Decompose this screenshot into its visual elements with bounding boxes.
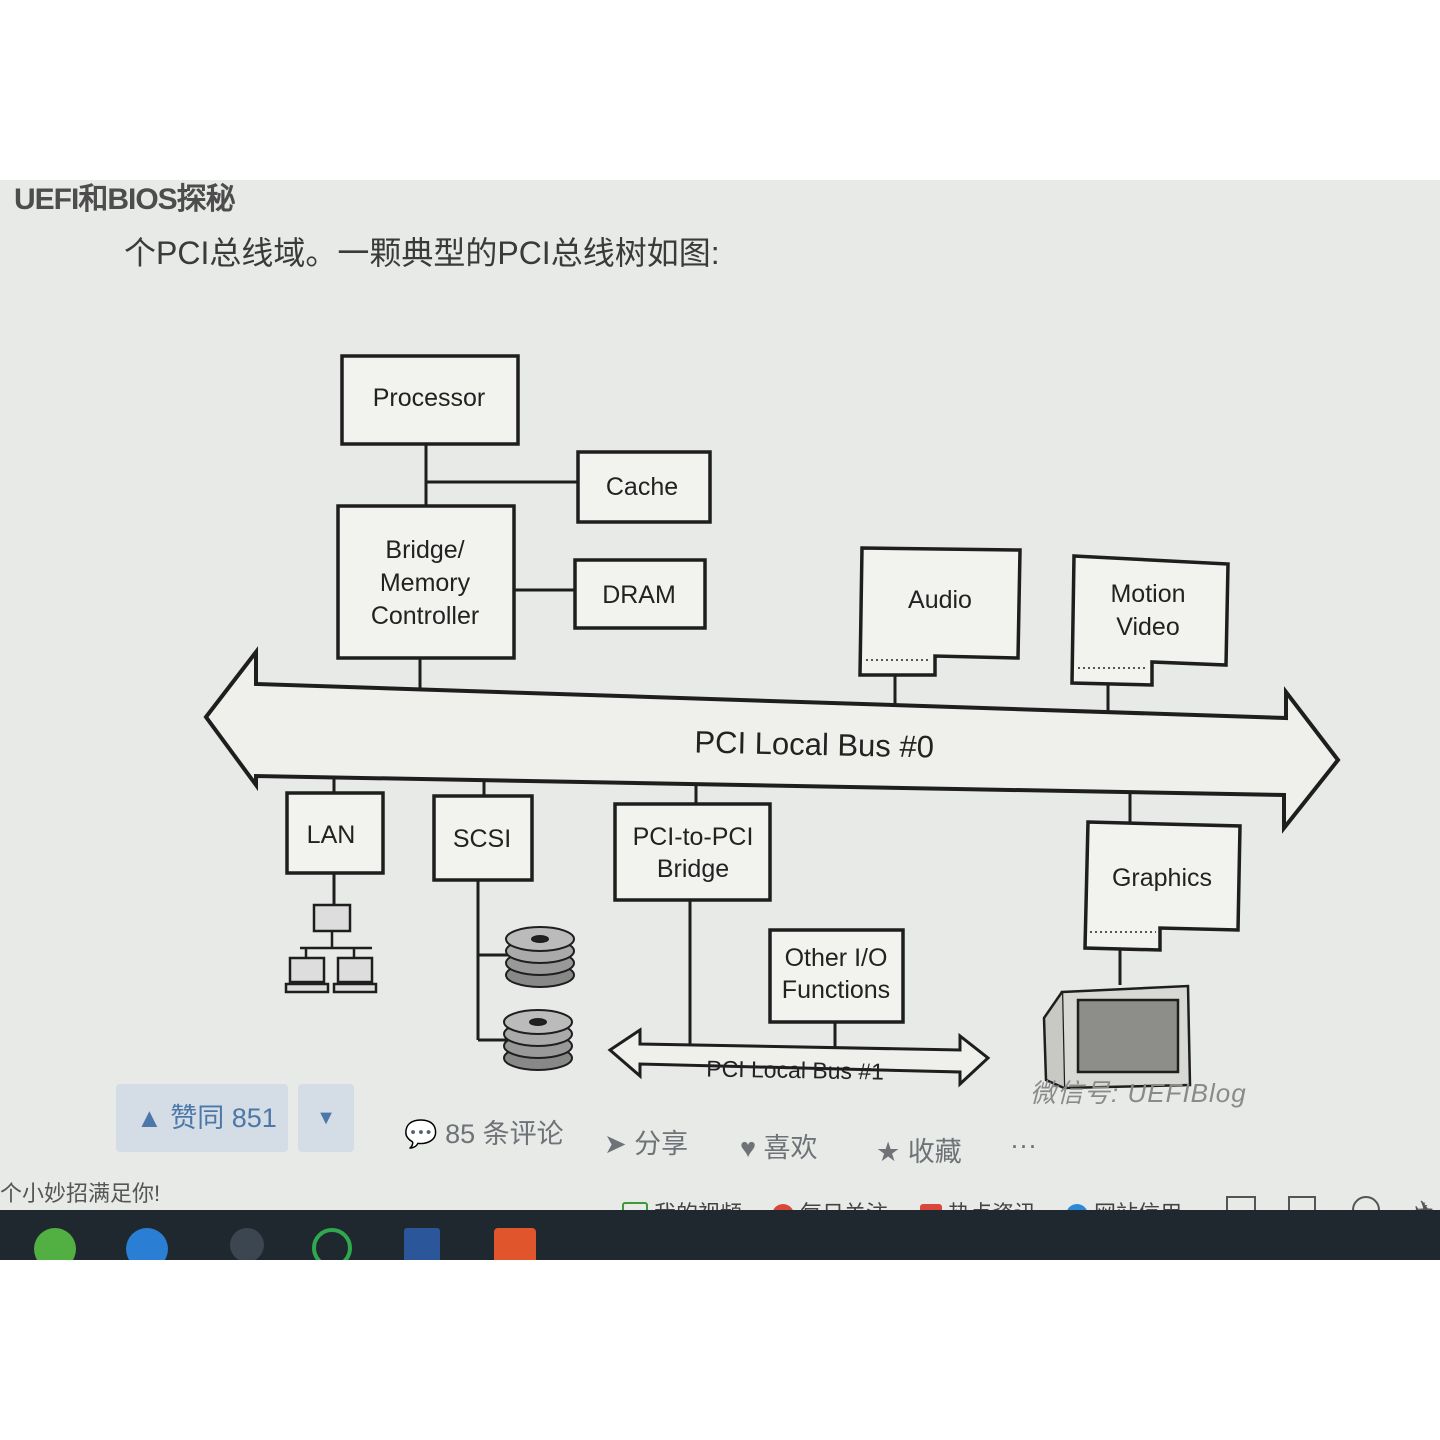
audio-label: Audio: [908, 586, 972, 614]
word-icon[interactable]: [404, 1228, 440, 1260]
dram-block: [573, 558, 707, 630]
pci-bus-0-arrow: [203, 646, 1341, 834]
pci-to-pci-bridge-block: [613, 802, 772, 902]
graphics-label: Graphics: [1112, 864, 1212, 892]
comments-label: 85 条评论: [445, 1119, 564, 1149]
motion-video-label-line1: Motion: [1110, 580, 1185, 608]
green-app-icon[interactable]: [312, 1228, 352, 1260]
vote-up-button[interactable]: ▲ 赞同 851: [116, 1084, 288, 1152]
like-label: 喜欢: [763, 1133, 818, 1163]
processor-label: Processor: [373, 384, 486, 412]
disk-stack-icon-2: [503, 1009, 573, 1071]
feather-app-icon[interactable]: [126, 1228, 168, 1260]
pci-bus-tree-diagram: PCI Local Bus #0 PCI Local Bus #1 Proc: [203, 354, 1341, 1090]
pci-bridge-label-line2: Bridge: [657, 855, 729, 883]
motion-video-label-line2: Video: [1116, 613, 1180, 641]
lan-label: LAN: [307, 821, 356, 849]
like-button[interactable]: ♥ 喜欢: [740, 1126, 818, 1165]
paper-plane-icon: ➤: [604, 1129, 627, 1159]
star-icon: ★: [876, 1137, 901, 1167]
browser-screen: UEFI和BIOS探秘 个PCI总线域。一颗典型的PCI总线树如图: PCI L…: [0, 180, 1440, 1260]
bridge-label-line3: Controller: [371, 602, 479, 630]
pci-bridge-label-line1: PCI-to-PCI: [633, 823, 754, 851]
monitor-icon: [1042, 984, 1192, 1090]
pci-bus-0-label: PCI Local Bus #0: [694, 724, 934, 764]
share-button[interactable]: ➤ 分享: [604, 1122, 688, 1161]
audio-block: [858, 546, 1022, 677]
answer-action-bar: ▲ 赞同 851 ▼ 💬 85 条评论 ➤ 分享 ♥ 喜欢 ★ 收藏 ···: [0, 1080, 1440, 1167]
bridge-label-line1: Bridge/: [385, 536, 464, 564]
pci-bus-1-arrow: [607, 1027, 991, 1088]
lan-block: [285, 791, 385, 875]
collect-label: 收藏: [907, 1137, 962, 1167]
windows-taskbar: [0, 1210, 1440, 1260]
comment-bubble-icon: 💬: [404, 1119, 438, 1149]
other-io-label-line2: Functions: [782, 976, 890, 1004]
wechat-watermark: 微信号: UEFIBlog: [1030, 1078, 1247, 1108]
dram-label: DRAM: [602, 581, 676, 609]
cache-block: [576, 450, 712, 524]
ad-text-line[interactable]: 个小妙招满足你!: [0, 1181, 161, 1206]
scsi-block: [432, 794, 534, 882]
vote-down-button[interactable]: ▼: [298, 1084, 354, 1152]
comments-button[interactable]: 💬 85 条评论: [404, 1112, 564, 1151]
lan-network-icon: [284, 903, 378, 994]
bridge-memory-controller-block: [336, 504, 516, 660]
collect-button[interactable]: ★ 收藏: [876, 1130, 962, 1169]
orange-app-icon[interactable]: [494, 1228, 536, 1260]
pci-bus-1-label: PCI Local Bus #1: [706, 1055, 884, 1084]
calendar-icon[interactable]: [230, 1228, 264, 1260]
processor-block: [340, 354, 520, 446]
browser-e-icon[interactable]: [34, 1228, 76, 1260]
share-label: 分享: [634, 1129, 689, 1159]
more-button[interactable]: ···: [1010, 1130, 1037, 1160]
other-io-functions-block: [768, 928, 905, 1024]
site-title: UEFI和BIOS探秘: [14, 183, 236, 216]
cache-label: Cache: [606, 473, 678, 501]
heart-icon: ♥: [740, 1133, 757, 1163]
graphics-block: [1083, 820, 1242, 952]
motion-video-block: [1070, 554, 1230, 687]
article-intro-text: 个PCI总线域。一颗典型的PCI总线树如图:: [124, 235, 720, 271]
bridge-label-line2: Memory: [380, 569, 471, 597]
scsi-label: SCSI: [453, 825, 511, 853]
disk-stack-icon-1: [505, 926, 575, 988]
other-io-label-line1: Other I/O: [785, 944, 888, 972]
